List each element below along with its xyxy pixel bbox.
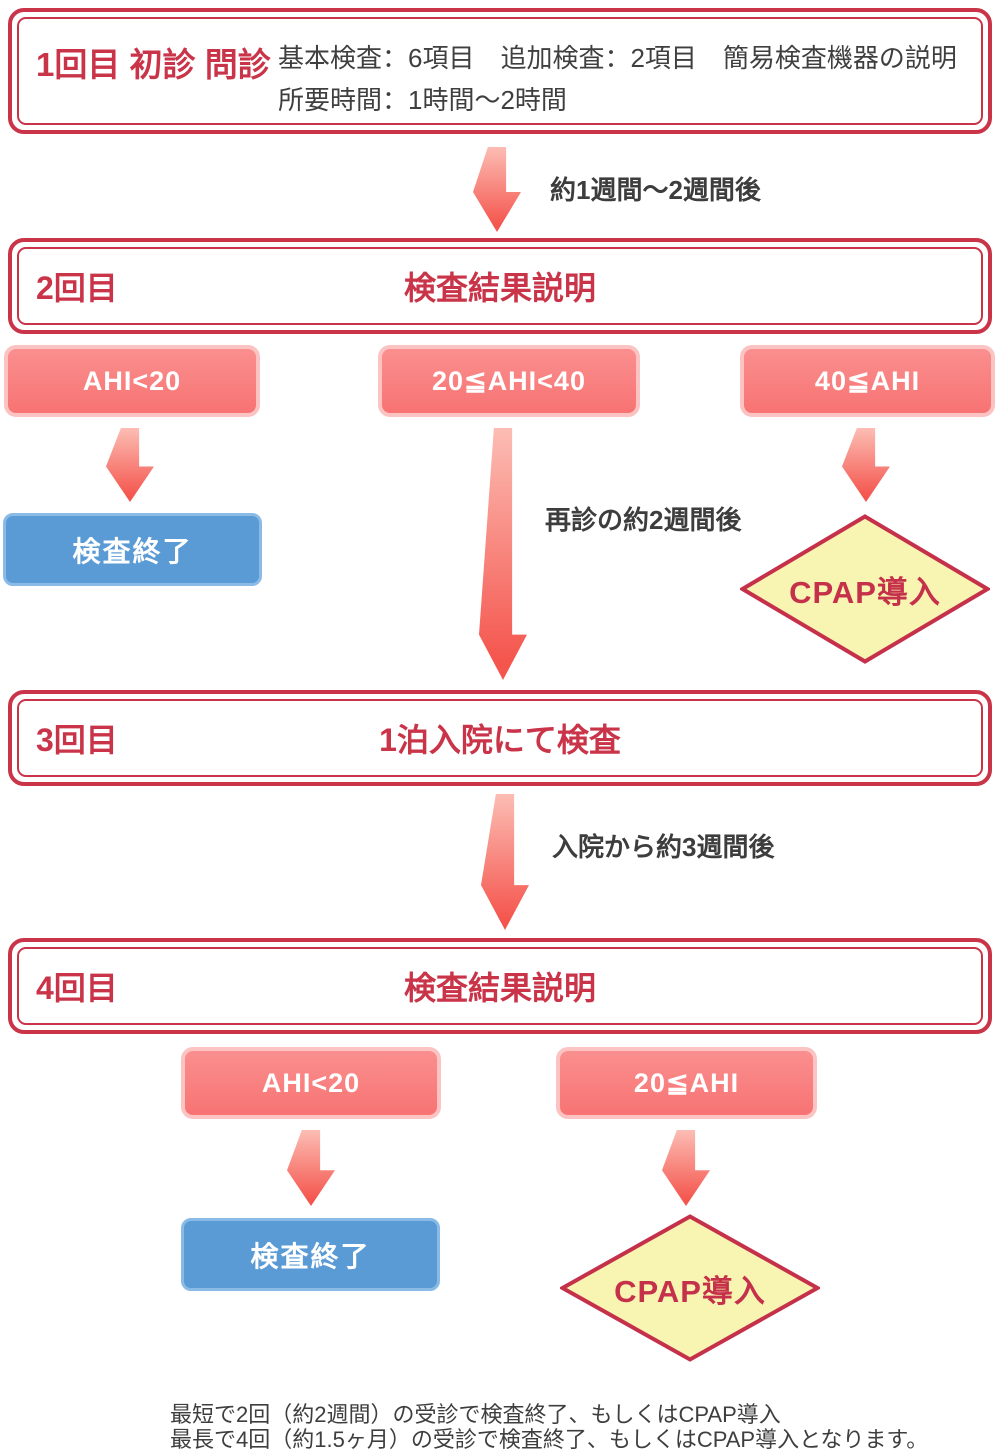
round2-branch-ahi-high: 40≦AHI [740, 345, 995, 417]
round2-branch-ahi-low: AHI<20 [4, 345, 260, 417]
arrow-down-round2-mid-to-step3 [479, 428, 527, 680]
step1-label: 1回目 初診 問診 [36, 46, 271, 83]
round4-outcome-end-box: 検査終了 [181, 1218, 440, 1291]
step3-box: 3回目 1泊入院にて検査 [8, 690, 992, 786]
step3-label: 3回目 [36, 722, 118, 758]
arrow-down-round4-high [662, 1130, 710, 1206]
step1-details: 基本検査：6項目 追加検査：2項目 簡易検査機器の説明 所要時間：1時間～2時間 [278, 37, 957, 121]
round4-cpap-label: CPAP導入 [614, 1273, 766, 1309]
step3-title: 1泊入院にて検査 [379, 722, 621, 758]
step4-box: 4回目 検査結果説明 [8, 938, 992, 1034]
step2-label: 2回目 [36, 270, 118, 306]
step4-title: 検査結果説明 [403, 970, 596, 1006]
arrow-label-step3-to-step4: 入院から約3週間後 [552, 832, 775, 862]
diamond-shape-icon [560, 1214, 820, 1362]
step2-title: 検査結果説明 [403, 270, 596, 306]
round4-cpap-diamond: CPAP導入 [560, 1214, 820, 1362]
round2-branch-ahi-mid: 20≦AHI<40 [378, 345, 640, 417]
arrow-label-step2-to-step3: 再診の約2週間後 [545, 505, 742, 535]
arrow-down-round2-low [106, 428, 154, 502]
diamond-shape-icon [740, 514, 990, 664]
arrow-down-round4-low [287, 1130, 335, 1206]
round2-outcome-end-box: 検査終了 [3, 513, 262, 586]
step2-box: 2回目 検査結果説明 [8, 238, 992, 334]
footer-note: 最短で2回（約2週間）の受診で検査終了、もしくはCPAP導入 最長で4回（約1.… [170, 1402, 928, 1450]
arrow-down-step3-to-step4 [481, 794, 529, 930]
footer-line1: 最短で2回（約2週間）の受診で検査終了、もしくはCPAP導入 [170, 1402, 781, 1427]
arrow-down-step1-to-step2 [473, 147, 521, 232]
round2-cpap-label: CPAP導入 [789, 574, 941, 610]
arrow-down-round2-high [842, 428, 890, 502]
step1-box: 1回目 初診 問診 基本検査：6項目 追加検査：2項目 簡易検査機器の説明 所要… [8, 8, 992, 134]
footer-line2: 最長で4回（約1.5ヶ月）の受診で検査終了、もしくはCPAP導入となります。 [170, 1427, 929, 1450]
step1-detail-line1: 基本検査：6項目 追加検査：2項目 簡易検査機器の説明 [278, 43, 957, 73]
round2-cpap-diamond: CPAP導入 [740, 514, 990, 664]
step4-label: 4回目 [36, 970, 118, 1006]
step1-detail-line2: 所要時間：1時間～2時間 [278, 85, 567, 115]
round4-branch-ahi-high: 20≦AHI [556, 1047, 817, 1119]
arrow-label-step1-to-step2: 約1週間～2週間後 [550, 175, 761, 205]
round4-branch-ahi-low: AHI<20 [181, 1047, 441, 1119]
